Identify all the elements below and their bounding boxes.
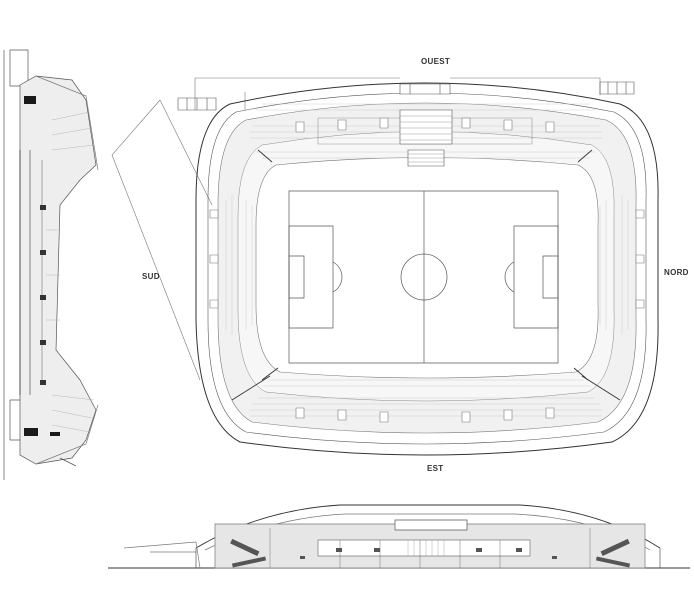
plan-roof-panels [178, 82, 634, 110]
plan-outer-rim [196, 83, 658, 455]
section-rake-lines [46, 112, 94, 432]
section-dark-blocks [24, 96, 60, 436]
pitch-goal-area-nord [543, 256, 558, 298]
pitch-center-circle [401, 254, 447, 300]
pitch-penalty-arc-sud [333, 262, 342, 292]
plan-stands-front-edge [256, 158, 598, 379]
section-stand-body [20, 76, 96, 464]
pitch-penalty-arc-nord [505, 262, 514, 292]
pitch-goal-area-sud [289, 256, 304, 298]
section-roof-line [36, 76, 98, 464]
elevation-roof-box [395, 520, 467, 530]
section-column-markers [40, 205, 46, 385]
orientation-label-nord: NORD [664, 268, 689, 277]
orientation-label-est: EST [427, 464, 444, 473]
orientation-label-ouest: OUEST [421, 57, 451, 66]
plan-main-tribune [318, 84, 532, 166]
elevation-stair-hatch [408, 540, 444, 556]
plan-corner-ribs [232, 150, 620, 400]
stadium-side-section [4, 50, 98, 480]
elevation-stand-dark-bands [230, 538, 631, 568]
plan-vomitories [210, 118, 644, 422]
elevation-columns [270, 528, 590, 568]
plan-football-pitch [289, 191, 558, 363]
plan-inner-rim [208, 93, 646, 444]
elevation-tribune-box [318, 540, 530, 556]
elevation-small-markers [300, 548, 557, 559]
orientation-label-sud: SUD [142, 272, 160, 281]
elevation-access-ramp [124, 542, 200, 568]
stadium-plan-view [112, 78, 658, 455]
stadium-elevation-view [108, 505, 690, 568]
